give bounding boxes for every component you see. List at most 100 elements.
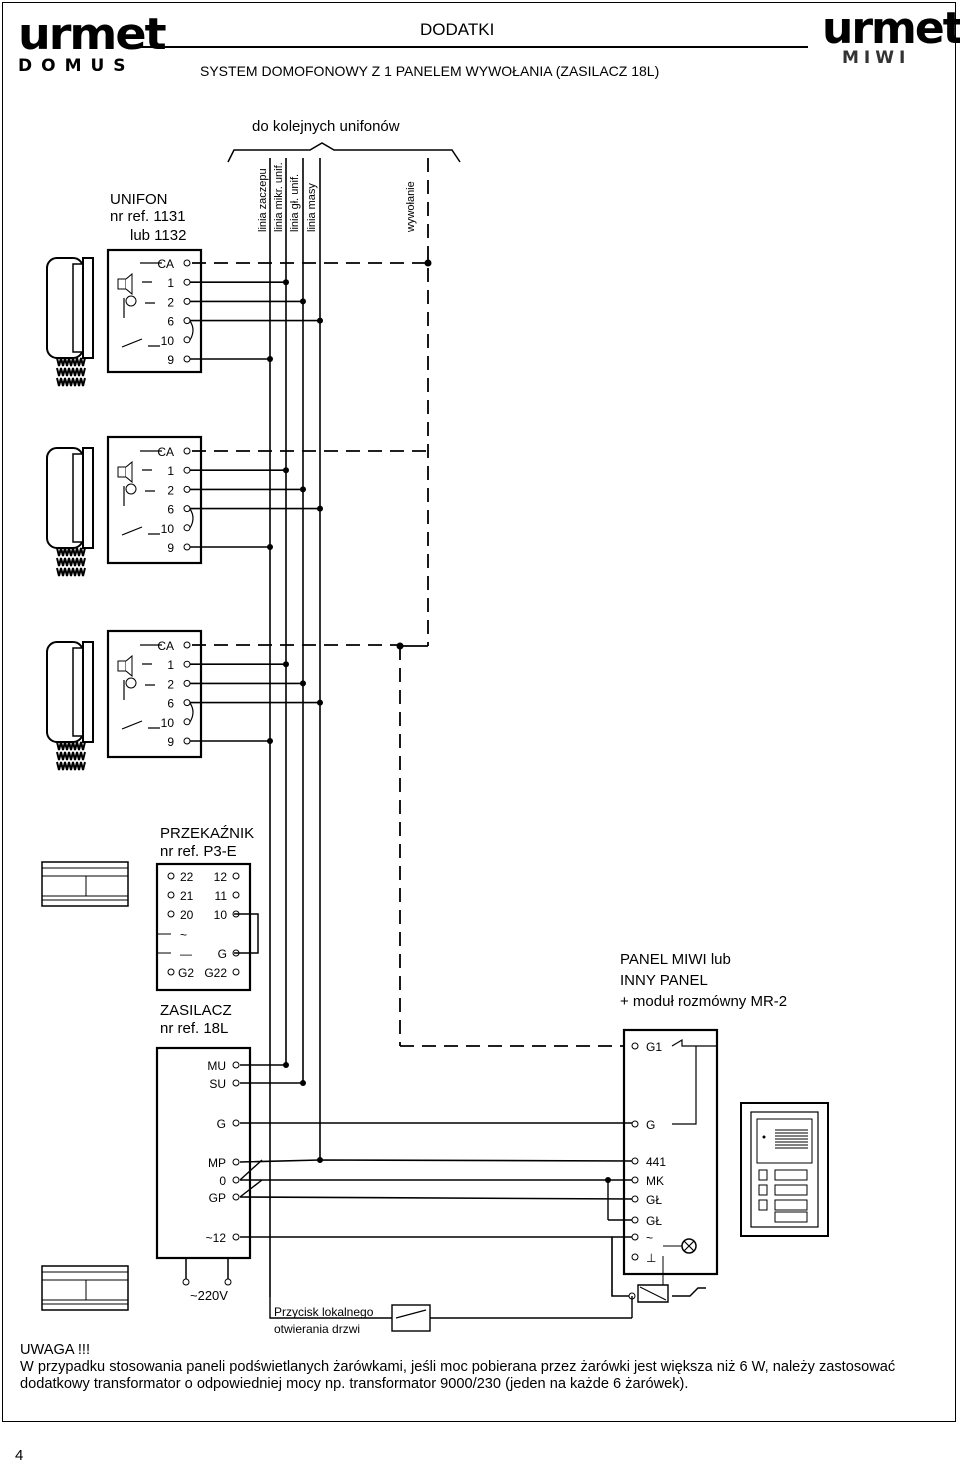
terminal-screw [232, 1119, 240, 1127]
mains-label: ~220V [190, 1288, 228, 1303]
terminal-label: 10 [161, 716, 175, 730]
terminal-screw [631, 1216, 639, 1224]
panel-terminal-label: G1 [646, 1040, 662, 1054]
svg-text:+ moduł rozmówny MR-2: + moduł rozmówny MR-2 [620, 993, 787, 1010]
relay-terminal-label: G22 [204, 966, 227, 980]
terminal-screw [183, 297, 191, 305]
relay-terminal-label: 20 [180, 908, 194, 922]
header-rule [140, 46, 808, 48]
svg-text:nr ref. 18L: nr ref. 18L [160, 1020, 228, 1037]
terminal-screw [631, 1157, 639, 1165]
terminal-screw [631, 1233, 639, 1241]
relay-title: PRZEKAŹNIK [160, 825, 254, 842]
terminal-screw [183, 543, 191, 551]
unifon-3 [46, 629, 203, 771]
terminal-screw [183, 259, 191, 267]
relay-terminal-label: 10 [214, 908, 228, 922]
label-line-mic: linia mikr. unif. [273, 162, 285, 232]
warning-heading: UWAGA !!! [20, 1342, 91, 1358]
label-line-ground: linia masy [306, 183, 318, 232]
button-label: Przycisk lokalnego [274, 1305, 374, 1319]
terminal-label: CA [157, 639, 174, 653]
panel-terminal-label: GŁ [646, 1214, 662, 1228]
terminal-screw [631, 1042, 639, 1050]
svg-text:nr ref. 1131: nr ref. 1131 [110, 208, 186, 225]
page-frame [2, 2, 956, 1422]
relay-terminal-label: 12 [214, 870, 228, 884]
terminal-screw [232, 1233, 240, 1241]
psu-terminal-label: MU [207, 1059, 226, 1073]
caption-next-unifons: do kolejnych unifonów [252, 118, 400, 135]
warning-note: UWAGA !!! W przypadku stosowania paneli … [20, 1342, 950, 1393]
terminal-screw [232, 1158, 240, 1166]
diagram-title: SYSTEM DOMOFONOWY Z 1 PANELEM WYWOŁANIA … [200, 63, 660, 79]
terminal-label: CA [157, 445, 174, 459]
terminal-screw [183, 737, 191, 745]
terminal-label: 2 [167, 295, 174, 309]
terminal-label: 10 [161, 522, 175, 536]
relay-terminal-label: 21 [180, 889, 194, 903]
label-call: wywołanie [405, 181, 417, 233]
label-line-speaker: linia gł. unif. [289, 174, 301, 232]
terminal-screw [631, 1195, 639, 1203]
relay-terminal-label: G [218, 947, 227, 961]
relay-terminal-label: 22 [180, 870, 194, 884]
svg-text:otwierania drzwi: otwierania drzwi [274, 1322, 360, 1336]
terminal-label: 2 [167, 677, 174, 691]
terminal-screw [183, 485, 191, 493]
terminal-screw [183, 718, 191, 726]
terminal-screw [183, 466, 191, 474]
wiring-diagram: do kolejnych unifonów linia zaczepu lini… [41, 118, 829, 1336]
terminal-screw [183, 679, 191, 687]
psu-module-drawing [41, 1265, 129, 1311]
urmet-miwi-logo: urmet MIWI [822, 3, 960, 69]
panel-terminal-label: ⊥ [646, 1251, 656, 1265]
terminal-screw [183, 278, 191, 286]
terminal-screw [232, 1193, 240, 1201]
relay-terminal-label: G2 [178, 966, 194, 980]
psu-terminal-label: SU [209, 1077, 226, 1091]
unifon-2 [46, 435, 203, 577]
psu-terminal-label: 0 [219, 1174, 226, 1188]
terminal-screw [232, 1061, 240, 1069]
bracket [227, 142, 461, 163]
terminal-screw [232, 1176, 240, 1184]
relay-terminal-label: ~ [180, 928, 187, 942]
terminal-screw [183, 699, 191, 707]
panel-terminal-label: GŁ [646, 1193, 662, 1207]
panel-terminal-label: 441 [646, 1155, 666, 1169]
terminal-screw [183, 660, 191, 668]
psu-title: ZASILACZ [160, 1002, 232, 1019]
psu-terminal-label: MP [208, 1156, 226, 1170]
terminal-screw [631, 1120, 639, 1128]
terminal-label: 1 [167, 276, 174, 290]
terminal-screw [183, 641, 191, 649]
page-number: 4 [15, 1447, 24, 1464]
terminal-label: 9 [167, 735, 174, 749]
terminal-label: 1 [167, 464, 174, 478]
terminal-label: 2 [167, 483, 174, 497]
panel-terminal-label: G [646, 1118, 655, 1132]
warning-text: W przypadku stosowania paneli podświetla… [20, 1359, 896, 1392]
terminal-screw [232, 1079, 240, 1087]
relay-terminal-label: — [180, 947, 192, 961]
terminal-screw [183, 317, 191, 325]
svg-text:lub 1132: lub 1132 [130, 227, 186, 244]
terminal-screw [631, 1176, 639, 1184]
section-title: DODATKI [420, 20, 495, 39]
psu-box [155, 1046, 252, 1260]
label-line-release: linia zaczepu [257, 168, 269, 232]
terminal-screw [183, 524, 191, 532]
terminal-screw [183, 355, 191, 363]
svg-text:nr ref. P3-E: nr ref. P3-E [160, 843, 237, 860]
door-panel-drawing [740, 1102, 829, 1237]
unifon-title: UNIFON [110, 191, 168, 208]
terminal-label: 6 [167, 697, 174, 711]
terminal-label: 6 [167, 315, 174, 329]
relay-terminal-label: 11 [215, 889, 228, 903]
terminal-label: 9 [167, 541, 174, 555]
terminal-screw [631, 1253, 639, 1261]
